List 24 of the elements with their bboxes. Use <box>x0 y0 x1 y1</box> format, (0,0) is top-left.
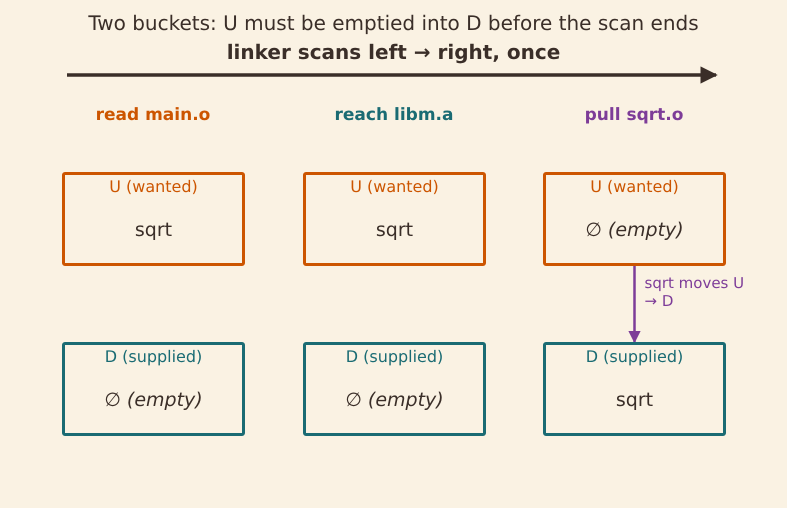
bucket-heading: D (supplied) <box>104 347 204 366</box>
bucket-content: ∅ (empty) <box>103 389 204 411</box>
wanted-bucket-box <box>543 172 726 266</box>
column-header: pull sqrt.o <box>584 105 684 125</box>
wanted-bucket-box <box>303 172 486 266</box>
supplied-bucket-box <box>543 342 726 436</box>
bucket-heading: D (supplied) <box>584 347 684 366</box>
bucket-heading: U (wanted) <box>349 177 440 196</box>
bucket-heading: U (wanted) <box>589 177 680 196</box>
bucket-content: ∅ (empty) <box>584 219 685 241</box>
bucket-content: sqrt <box>614 389 654 411</box>
supplied-bucket-box <box>303 342 486 436</box>
column-header: read main.o <box>94 105 212 125</box>
scan-direction-caption: linker scans left → right, once <box>226 40 562 64</box>
bucket-content: sqrt <box>134 219 174 241</box>
bucket-heading: U (wanted) <box>108 177 199 196</box>
supplied-bucket-box <box>62 342 245 436</box>
title: Two buckets: U must be emptied into D before the scan ends <box>87 11 700 35</box>
bucket-content: sqrt <box>374 219 414 241</box>
bucket-heading: D (supplied) <box>344 347 444 366</box>
arrow <box>628 266 641 344</box>
wanted-bucket-box <box>62 172 245 266</box>
column-header: reach libm.a <box>334 105 454 125</box>
bucket-content: ∅ (empty) <box>344 389 445 411</box>
